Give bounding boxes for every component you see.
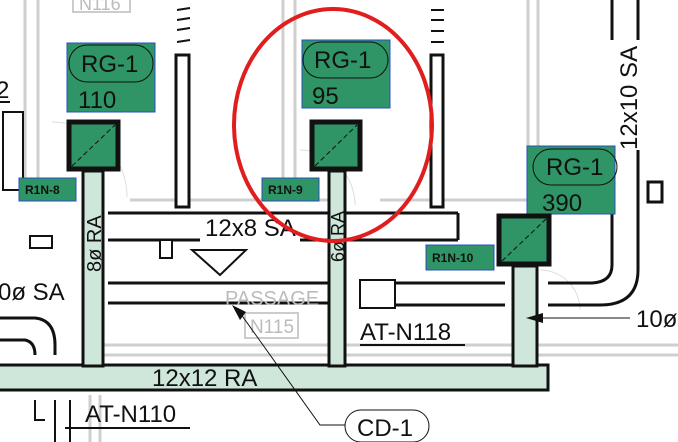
room-label-passage: PASSAGE bbox=[225, 288, 319, 310]
supply-left-label: 0ø SA bbox=[0, 279, 65, 306]
grille-cfm: 110 bbox=[78, 87, 116, 114]
callout-bubble bbox=[344, 409, 430, 442]
supply-duct-main-label: 12x8 SA bbox=[205, 215, 296, 242]
room-tag-box-3 bbox=[425, 244, 495, 271]
room-tag-1: R1N-8 bbox=[25, 183, 60, 197]
damper-callout-label: CD-1 bbox=[357, 415, 413, 442]
equipment-outline bbox=[2, 111, 24, 191]
grille-type: RG-1 bbox=[546, 154, 603, 181]
return-drop-2-label: 6ø RA bbox=[328, 211, 348, 262]
grille-type: RG-1 bbox=[81, 51, 138, 78]
room-tag-2: R1N-9 bbox=[268, 183, 303, 197]
air-terminal-label-n110: AT-N110 bbox=[85, 401, 176, 428]
supply-stub-1 bbox=[174, 7, 191, 209]
grille-tag-3: RG-1 390 bbox=[526, 145, 618, 217]
room-tag-box-1 bbox=[18, 177, 77, 202]
return-duct-main bbox=[0, 363, 550, 392]
supply-duct-main bbox=[29, 211, 460, 277]
supply-duct-vertical-label: 12x10 SA bbox=[616, 46, 643, 150]
grille-tag-1: RG-1 110 bbox=[66, 42, 156, 114]
grille-tag-2: RG-1 95 bbox=[301, 39, 391, 110]
grille-symbol-3[interactable] bbox=[496, 213, 552, 267]
grille-cfm: 95 bbox=[312, 83, 339, 110]
passage-duct bbox=[108, 279, 505, 309]
air-terminal-label-n118: AT-N118 bbox=[360, 319, 451, 346]
return-drop-2 bbox=[327, 169, 347, 368]
return-drop-1-label: 8ø RA bbox=[84, 215, 106, 272]
return-duct-main-label: 12x12 RA bbox=[152, 365, 257, 392]
room-label-n115: N115 bbox=[250, 317, 294, 338]
grille-cfm: 390 bbox=[542, 190, 582, 217]
grille-symbol-1[interactable] bbox=[66, 119, 121, 172]
grille-symbol-2[interactable] bbox=[309, 119, 363, 172]
room-label-fragment: 2 bbox=[0, 77, 9, 104]
supply-duct-vertical bbox=[548, 0, 640, 307]
room-box-n116 bbox=[72, 0, 131, 13]
callout-leader bbox=[237, 309, 345, 426]
room-tag-3: R1N-10 bbox=[432, 251, 474, 265]
room-tag-box-2 bbox=[261, 177, 320, 202]
highlight-circle bbox=[232, 7, 434, 243]
grille-type: RG-1 bbox=[314, 47, 371, 74]
elbow-fitting bbox=[0, 316, 57, 356]
return-drop-3-label: 10ø bbox=[636, 306, 678, 333]
room-label-n116: N116 bbox=[79, 0, 121, 14]
room-box-n115 bbox=[244, 312, 299, 339]
